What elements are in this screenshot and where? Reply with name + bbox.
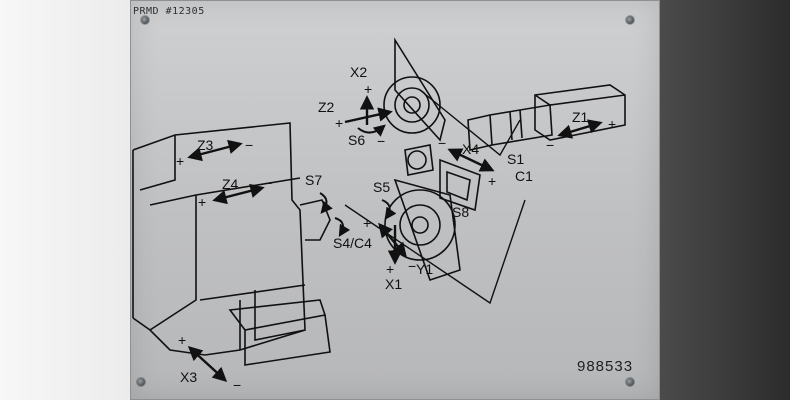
- x4-arrow: [447, 148, 495, 172]
- program-stamp: PRMD #12305: [133, 6, 205, 17]
- sign-z2-plus: +: [335, 115, 343, 131]
- background-right: [660, 0, 790, 400]
- s4-arrow: [334, 217, 351, 238]
- label-s7: S7: [305, 172, 322, 188]
- sign-x3-plus: +: [178, 332, 186, 348]
- label-z2: Z2: [318, 99, 335, 115]
- sign-z3-minus: −: [245, 137, 253, 153]
- mounting-hole-bottom-right: [626, 378, 634, 386]
- label-s4-c4: S4/C4: [333, 235, 372, 251]
- lower-slide: [228, 299, 331, 366]
- sign-x1-plus: +: [386, 261, 394, 277]
- label-x4: X4: [462, 141, 479, 157]
- sign-x4-minus: −: [438, 135, 446, 151]
- mounting-hole-bottom-left: [137, 378, 145, 386]
- left-machine-block: [132, 122, 331, 356]
- sign-y1-plus: +: [363, 215, 371, 231]
- label-s1: S1: [507, 151, 524, 167]
- z4-arrow: [212, 183, 265, 205]
- sign-z3-plus: +: [176, 153, 184, 169]
- sign-z1-minus: −: [546, 137, 554, 153]
- part-number: 988533: [577, 358, 634, 375]
- sign-z4-minus: −: [264, 175, 272, 191]
- label-x3: X3: [180, 369, 197, 385]
- sign-y1-minus: −: [408, 258, 416, 274]
- mounting-hole-top-left: [141, 16, 149, 24]
- z2-arrow: [344, 107, 393, 124]
- sign-x3-minus: −: [233, 377, 241, 393]
- sign-z1-plus: +: [608, 116, 616, 132]
- background-left: [0, 0, 130, 400]
- z1-arrow: [557, 119, 603, 139]
- label-x1: X1: [385, 276, 402, 292]
- sign-s6-minus: −: [377, 133, 385, 149]
- label-z1: Z1: [572, 109, 589, 125]
- y1-arrow: [378, 222, 407, 258]
- right-tool-head: [467, 84, 626, 151]
- small-chuck: [404, 144, 434, 176]
- label-s6: S6: [348, 132, 365, 148]
- label-s5: S5: [373, 179, 390, 195]
- s5-arrow: [381, 199, 397, 220]
- s6-arrow: [357, 124, 386, 137]
- label-s8: S8: [452, 204, 469, 220]
- s7-arrow: [319, 192, 333, 214]
- x3-arrow: [187, 346, 228, 382]
- upper-spindle: [383, 37, 446, 142]
- label-z3: Z3: [197, 137, 214, 153]
- label-z4: Z4: [222, 176, 239, 192]
- label-x2: X2: [350, 64, 367, 80]
- mounting-hole-top-right: [626, 16, 634, 24]
- label-c1: C1: [515, 168, 533, 184]
- z3-arrow: [187, 139, 243, 162]
- sign-x2-plus: +: [364, 81, 372, 97]
- sign-z4-plus: +: [198, 194, 206, 210]
- sign-x4-plus: +: [488, 173, 496, 189]
- label-y1: Y1: [416, 261, 433, 277]
